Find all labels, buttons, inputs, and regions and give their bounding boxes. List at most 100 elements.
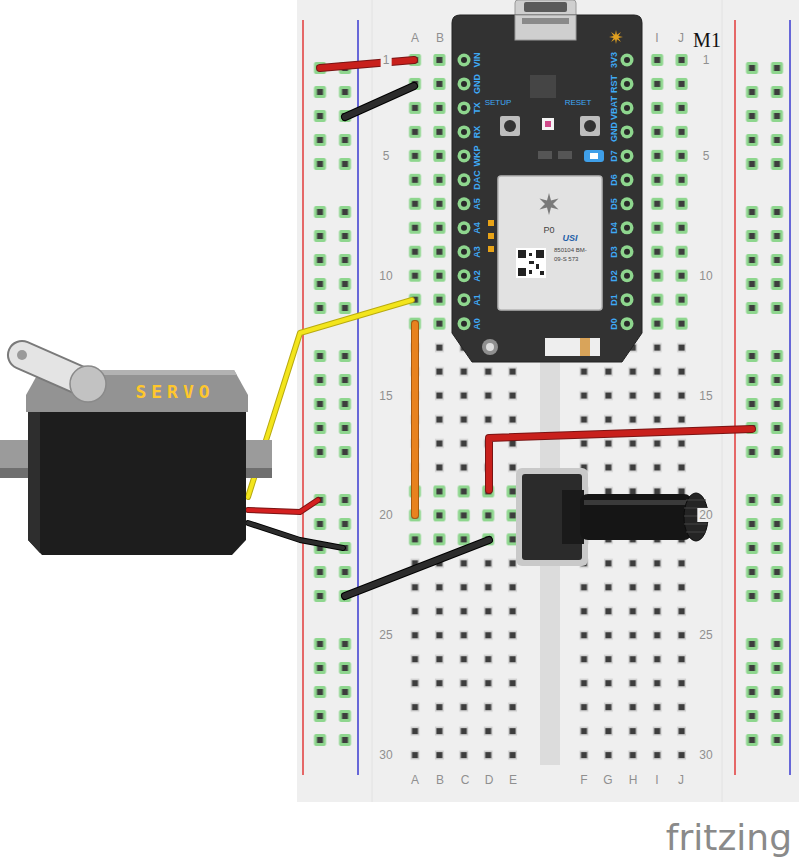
- photon-board-part: [515, 0, 576, 40]
- photon-board-part: [458, 221, 471, 234]
- photon-board-part: [621, 293, 634, 306]
- photon-board-part: [458, 77, 471, 90]
- rail-holes: [308, 632, 358, 752]
- orange-wire: [412, 324, 418, 515]
- column-letter: B: [436, 32, 444, 44]
- pin-label: D4: [610, 222, 619, 234]
- rail-holes: [740, 56, 790, 176]
- wifi-module-part: [529, 270, 532, 274]
- pin-label: GND: [610, 122, 619, 142]
- photon-board-part: [482, 339, 498, 355]
- wifi-module-outline: [498, 176, 602, 310]
- pin-label: VIN: [473, 52, 482, 67]
- row-number: 5: [701, 149, 712, 163]
- row-number: 15: [697, 389, 714, 403]
- row-number: 25: [697, 628, 714, 642]
- wire-outline: [489, 429, 752, 490]
- photon-board-part: [458, 197, 471, 210]
- photon-board-part: [621, 77, 634, 90]
- part-label: M1: [693, 30, 721, 50]
- photon-board-part: [624, 321, 630, 327]
- column-letter: I: [655, 774, 658, 786]
- row-number: 15: [377, 389, 394, 403]
- photon-board-part: [522, 18, 569, 24]
- terminal-holes: [572, 48, 694, 767]
- wifi-module-part: [536, 250, 544, 258]
- wire-outline: [248, 523, 343, 548]
- column-letter: A: [411, 774, 419, 786]
- photon-board-part: [458, 173, 471, 186]
- pin-label: VBAT: [610, 96, 619, 120]
- rail-holes: [740, 200, 790, 320]
- photon-board-part: [580, 338, 590, 356]
- photon-board-part: [461, 297, 467, 303]
- column-letter: H: [629, 774, 638, 786]
- wifi-module: P0USI 850104 BM-09-S 573: [498, 176, 602, 310]
- pin-label: A4: [473, 222, 482, 234]
- row-number: 10: [377, 269, 394, 283]
- photon-board-part: [621, 125, 634, 138]
- black-wire: [345, 86, 414, 117]
- photon-board-part: [609, 30, 623, 44]
- photon-board-part: [515, 15, 576, 40]
- row-number: 1: [381, 53, 392, 67]
- servo-motor-part: [28, 410, 246, 555]
- rail-holes: [740, 632, 790, 752]
- servo-motor-outline: [0, 340, 280, 562]
- pin-label: A1: [473, 294, 482, 306]
- photon-board-part: [624, 297, 630, 303]
- positive-rail-line: [302, 20, 304, 775]
- wifi-module-part: [536, 264, 539, 269]
- column-letter: F: [580, 774, 587, 786]
- photon-board-part: [621, 149, 634, 162]
- photon-board-part: [621, 197, 634, 210]
- photon-board-part: [461, 177, 467, 183]
- row-number: 1: [701, 53, 712, 67]
- column-letter: G: [603, 774, 612, 786]
- module-code: 850104 BM-09-S 573: [554, 246, 588, 264]
- watermark: fritzing: [666, 820, 792, 856]
- photon-board-part: [458, 101, 471, 114]
- column-letter: J: [678, 774, 684, 786]
- photon-board-part: [524, 2, 567, 12]
- wifi-module-part: [518, 250, 526, 258]
- photon-board-part: [488, 233, 494, 239]
- wire-outline: [248, 500, 318, 512]
- photon-board-part: [538, 151, 552, 159]
- button-label: SETUP: [485, 99, 512, 107]
- pin-label: DAC: [473, 170, 482, 190]
- brand-logo: USI: [562, 234, 577, 243]
- red-wire: [489, 429, 752, 490]
- photon-board-part: [458, 293, 471, 306]
- column-letter: D: [485, 774, 494, 786]
- photon-board-part: [580, 116, 600, 136]
- servo-label: SERVO: [135, 383, 214, 401]
- photon-board-part: [461, 57, 467, 63]
- pin-label: WKP: [473, 145, 482, 166]
- wifi-module-part: [540, 271, 544, 275]
- wifi-module-part: [518, 268, 526, 276]
- wire-outline: [411, 324, 419, 515]
- photon-board-part: [621, 245, 634, 258]
- module-model: P0: [543, 226, 554, 235]
- column-letter: I: [655, 32, 658, 44]
- photon-board-part: [500, 116, 520, 136]
- yellow-wire: [248, 300, 412, 497]
- photon-board-part: [624, 105, 630, 111]
- potentiometer-shaft: [580, 494, 692, 540]
- rail-separator: [722, 0, 723, 802]
- photon-board-part: [624, 81, 630, 87]
- rail-holes: [308, 200, 358, 320]
- wifi-module-part: [498, 176, 602, 310]
- rail-holes: [740, 344, 790, 464]
- photon-board-part: [488, 220, 494, 226]
- row-number: 20: [697, 508, 714, 522]
- pin-label: A2: [473, 270, 482, 282]
- photon-board-part: [461, 249, 467, 255]
- photon-board-part: [542, 118, 554, 130]
- photon-board-part: [624, 273, 630, 279]
- pin-label: GND: [473, 74, 482, 94]
- photon-board-part: [458, 317, 471, 330]
